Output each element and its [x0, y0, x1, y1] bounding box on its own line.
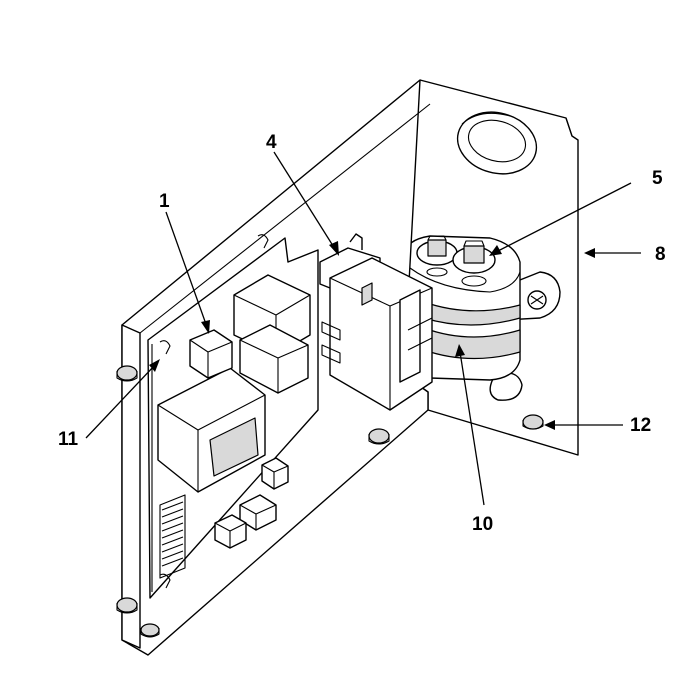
- terminal-strip: [159, 494, 186, 579]
- callout-1: 1: [159, 191, 170, 212]
- callout-8: 8: [655, 244, 666, 265]
- callout-10: 10: [472, 514, 493, 535]
- capacitor: [404, 235, 561, 401]
- plate-screw: [522, 414, 544, 430]
- transformer: [157, 367, 266, 493]
- capacitor-terminals: [416, 235, 496, 287]
- callout-5: 5: [652, 168, 663, 189]
- circuit-board: [147, 234, 319, 599]
- relay-block: [233, 274, 311, 394]
- leader-4: [273, 151, 336, 250]
- leader-1: [165, 211, 208, 328]
- leader-lines: [85, 151, 641, 506]
- knockout-hole: [456, 111, 538, 175]
- panel-screw-center: [368, 428, 390, 445]
- relay-1: [189, 329, 233, 379]
- leader-10: [459, 351, 485, 506]
- contactor: [319, 233, 433, 411]
- callout-4: 4: [266, 132, 277, 153]
- callout-12: 12: [630, 415, 651, 436]
- callout-labels: 1 4 5 8 10 11 12: [58, 132, 666, 535]
- leader-11: [85, 364, 156, 439]
- flange-screw-bottom: [116, 597, 138, 614]
- flange-screw-top: [116, 365, 138, 382]
- panel-screw-bottom: [140, 623, 160, 638]
- leader-5: [495, 182, 632, 253]
- callout-11: 11: [58, 429, 79, 450]
